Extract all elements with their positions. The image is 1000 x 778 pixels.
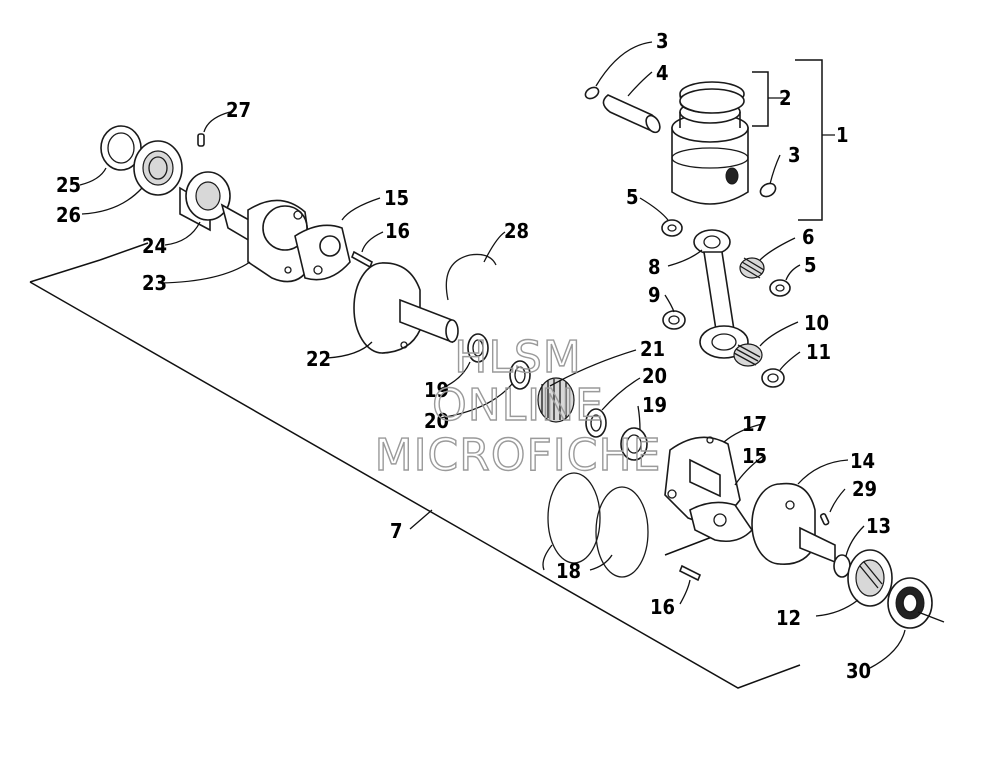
center-axis-line	[917, 611, 945, 623]
callout-9: 9	[648, 283, 661, 307]
callout-15-lower: 15	[742, 444, 767, 468]
callout-19-left: 19	[424, 378, 449, 402]
callout-7: 7	[390, 519, 403, 543]
roller-bearing-left	[179, 171, 231, 232]
thrust-washer-upper-left	[661, 219, 683, 237]
retaining-ring	[445, 253, 497, 301]
callout-25: 25	[56, 173, 81, 197]
callout-21: 21	[640, 337, 665, 361]
callout-15-upper: 15	[384, 186, 409, 210]
main-bearing-left	[133, 140, 183, 196]
callout-14: 14	[850, 449, 875, 473]
piston-assembly-bracket	[795, 59, 823, 221]
callout-22: 22	[306, 347, 331, 371]
callout-26: 26	[56, 203, 81, 227]
crankshaft-half-right	[664, 436, 741, 523]
thrust-washer-upper-right	[769, 279, 791, 297]
callout-12: 12	[776, 606, 801, 630]
callout-1: 1	[836, 123, 849, 147]
screw-left	[350, 250, 374, 269]
callout-11: 11	[806, 340, 831, 364]
piston-pin	[602, 94, 661, 134]
callout-17: 17	[742, 412, 767, 436]
crankshaft-half-left	[220, 199, 313, 283]
oil-seal-right	[887, 577, 933, 629]
callout-8: 8	[648, 255, 661, 279]
callout-20-right: 20	[642, 364, 667, 388]
needle-bearing-big-end	[733, 343, 763, 367]
thrust-washer-center-left	[467, 333, 489, 363]
thrust-washer-lower-left	[662, 310, 686, 330]
watermark: HLSM ONLINE MICROFICHE	[374, 331, 662, 481]
thrust-washer-lower-right	[761, 368, 785, 388]
callout-27: 27	[226, 98, 251, 122]
callout-13: 13	[866, 514, 891, 538]
callout-4: 4	[656, 61, 669, 85]
main-bearing-right	[847, 549, 893, 607]
crankshaft-end-right	[751, 482, 836, 565]
callout-2: 2	[779, 86, 792, 110]
callout-16-upper: 16	[385, 219, 410, 243]
counterweight-right	[689, 501, 754, 543]
callout-6: 6	[802, 225, 815, 249]
thrust-shim-center-left	[509, 360, 531, 390]
piston-rings	[679, 81, 745, 114]
crank-seal-ring-right	[595, 486, 649, 578]
crank-needle-bearing	[537, 377, 575, 423]
woodruff-key	[819, 513, 830, 526]
callout-5-lower: 5	[804, 253, 817, 277]
thrust-shim-center-right	[585, 408, 607, 438]
piston-ring-bracket	[752, 71, 769, 127]
thrust-washer-center-right	[620, 427, 648, 461]
callout-3-upper: 3	[656, 29, 669, 53]
callout-10: 10	[804, 311, 829, 335]
callout-16-lower: 16	[650, 595, 675, 619]
connecting-rod	[693, 229, 749, 359]
callout-3-right: 3	[788, 143, 801, 167]
callout-30: 30	[846, 659, 871, 683]
callout-24: 24	[142, 234, 167, 258]
counterweight-left	[294, 224, 351, 281]
svg-text:MICROFICHE: MICROFICHE	[375, 430, 662, 481]
callout-5-upper: 5	[626, 185, 639, 209]
crankshaft-assembly-bracket	[29, 259, 801, 689]
dowel-pin	[197, 133, 205, 147]
crankshaft-center	[353, 262, 459, 354]
callout-28: 28	[504, 219, 529, 243]
svg-text:ONLINE: ONLINE	[432, 380, 604, 431]
callout-29: 29	[852, 477, 877, 501]
crank-seal-ring-left	[547, 472, 601, 564]
screw-right	[678, 564, 702, 582]
callout-18: 18	[556, 559, 581, 583]
callout-19-right: 19	[642, 393, 667, 417]
piston-pin-clip-right	[759, 182, 777, 198]
piston-pin-clip-left	[584, 86, 600, 100]
callout-23: 23	[142, 271, 167, 295]
needle-bearing-small-end	[739, 257, 765, 279]
svg-text:HLSM: HLSM	[454, 332, 582, 383]
callout-20-left: 20	[424, 409, 449, 433]
leader-lines	[79, 41, 906, 669]
